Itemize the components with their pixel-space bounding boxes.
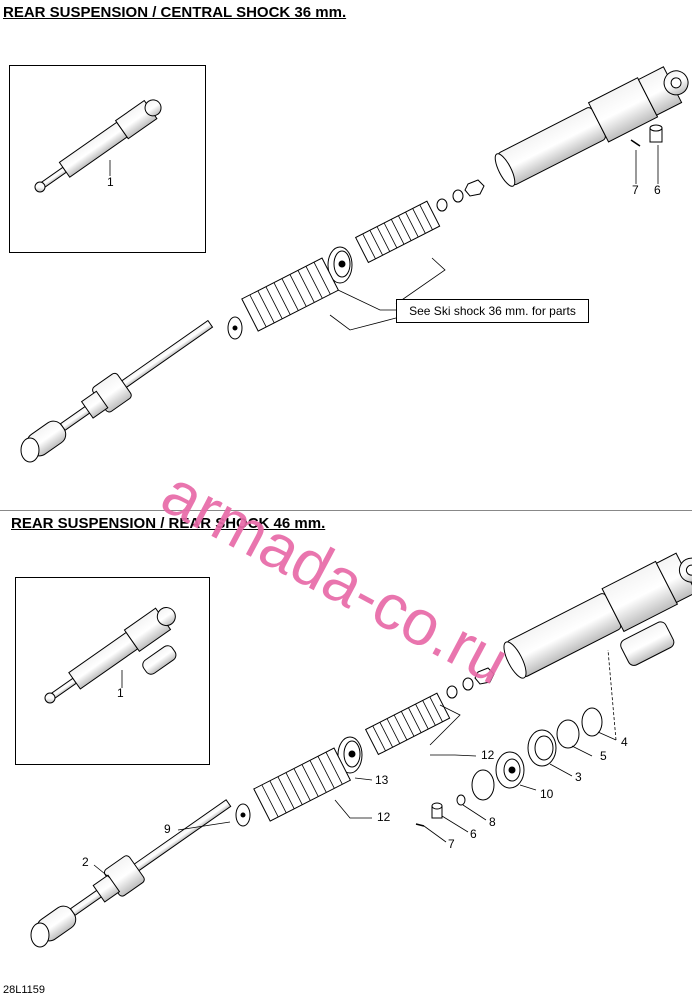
piston-disc-central bbox=[327, 246, 353, 284]
inset-shock-illustration-rear bbox=[44, 607, 177, 704]
inset-shock-illustration bbox=[34, 99, 162, 193]
part-label-2: 2 bbox=[82, 855, 89, 869]
part-6-nut bbox=[649, 124, 663, 143]
leader-lines-rear bbox=[93, 649, 617, 879]
part-label-4: 4 bbox=[621, 735, 628, 749]
shock-body-central bbox=[494, 66, 689, 187]
figure-code: 28L1159 bbox=[3, 984, 46, 996]
part-label-6: 6 bbox=[654, 183, 661, 197]
spring-upper-rear bbox=[364, 692, 451, 756]
nut-washer-set bbox=[436, 179, 485, 212]
part-7-pin bbox=[630, 139, 641, 147]
inset-part-label-rear: 1 bbox=[117, 686, 124, 700]
part-label-7-rear: 7 bbox=[448, 837, 455, 851]
washer-rear bbox=[235, 803, 251, 827]
part-label-10: 10 bbox=[540, 787, 554, 801]
shock-body-rear bbox=[503, 552, 692, 679]
part-label-12-lower: 12 bbox=[377, 810, 391, 824]
part-10-piston bbox=[495, 751, 525, 789]
spring-lower-rear bbox=[253, 747, 352, 822]
part-label-5: 5 bbox=[600, 749, 607, 763]
part-7-screw bbox=[415, 823, 425, 827]
part-6-valve bbox=[431, 802, 443, 819]
section-title-central-shock: REAR SUSPENSION / CENTRAL SHOCK 36 mm. bbox=[3, 4, 347, 21]
part-3-cap bbox=[527, 729, 557, 767]
part-label-8: 8 bbox=[489, 815, 496, 829]
part-oring-lower bbox=[471, 769, 495, 801]
leader-lines-central bbox=[109, 145, 659, 331]
inset-part-label: 1 bbox=[107, 175, 114, 189]
inset-frame-central-shock bbox=[9, 65, 206, 253]
see-ski-shock-callout: See Ski shock 36 mm. for parts bbox=[396, 299, 589, 323]
piston-disc-rear bbox=[337, 736, 363, 774]
washer-central bbox=[227, 316, 243, 340]
shaft-assembly-rear bbox=[30, 799, 232, 948]
part-label-3: 3 bbox=[575, 770, 582, 784]
part-4-oring bbox=[581, 707, 603, 737]
section-divider bbox=[0, 510, 692, 511]
section-title-rear-shock: REAR SUSPENSION / REAR SHOCK 46 mm. bbox=[11, 515, 326, 532]
part-label-6-rear: 6 bbox=[470, 827, 477, 841]
spring-lower bbox=[241, 257, 340, 332]
nut-washer-set-rear bbox=[446, 667, 495, 699]
part-5-ring bbox=[556, 719, 580, 749]
part-label-13: 13 bbox=[375, 773, 389, 787]
spring-upper bbox=[354, 200, 441, 264]
part-label-7: 7 bbox=[632, 183, 639, 197]
shaft-assembly-central bbox=[20, 319, 214, 463]
part-label-9: 9 bbox=[164, 822, 171, 836]
part-label-12-upper: 12 bbox=[481, 748, 495, 762]
inset-frame-rear-shock bbox=[15, 577, 210, 765]
part-8-seal bbox=[456, 794, 466, 806]
